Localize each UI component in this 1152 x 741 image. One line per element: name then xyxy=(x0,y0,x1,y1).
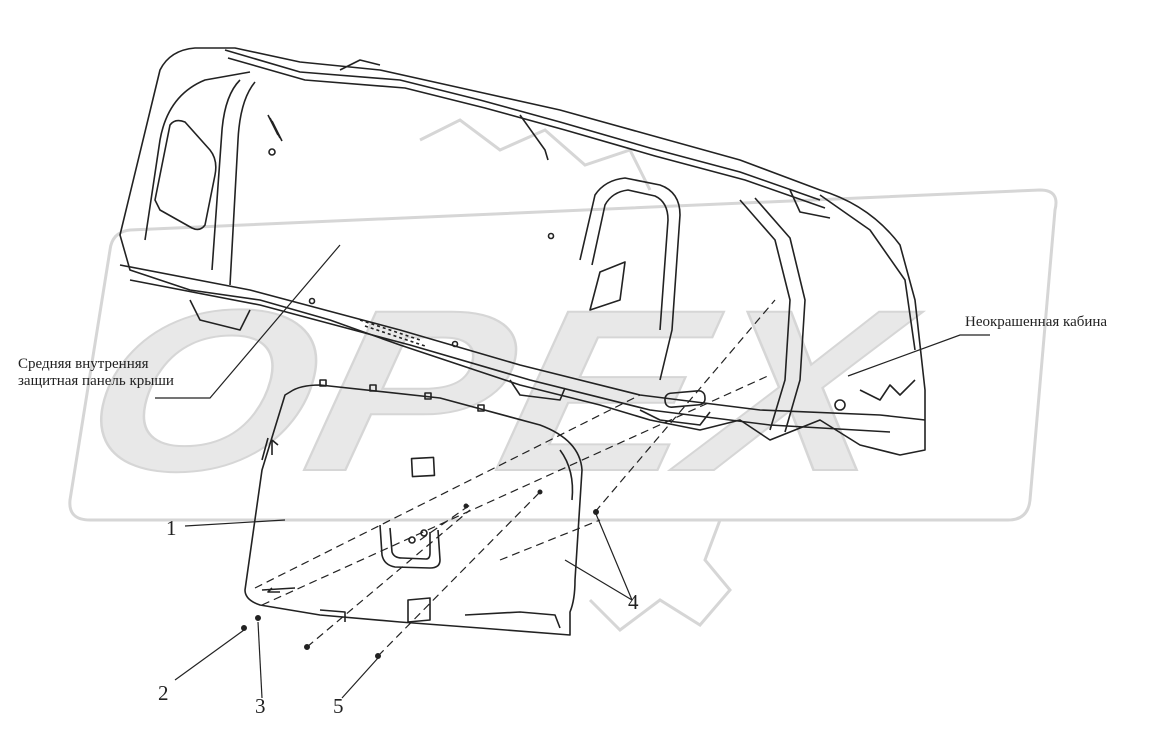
cab-floor-rail xyxy=(119,264,926,421)
roof-panel-outline xyxy=(244,384,583,636)
cab-small-window xyxy=(589,261,626,311)
leader-5 xyxy=(341,657,379,699)
leader-3 xyxy=(257,621,263,699)
leader-1 xyxy=(184,519,286,527)
roof-panel-handle xyxy=(379,524,441,569)
screw-2 xyxy=(241,625,247,631)
roof-panel-square xyxy=(410,456,436,478)
clip-4b xyxy=(537,489,543,495)
roof-panel-label: Средняя внутренняя защитная панель крыши xyxy=(18,356,174,391)
roof-panel-label-line2: защитная панель крыши xyxy=(18,373,174,390)
watermark-frame xyxy=(68,188,1058,522)
washer-3 xyxy=(255,615,261,621)
leader-cab xyxy=(847,334,990,377)
cab-label: Неокрашенная кабина xyxy=(965,314,1108,330)
leader-4 xyxy=(564,513,633,601)
callout-5: 5 xyxy=(333,694,344,718)
callout-2: 2 xyxy=(158,681,169,705)
callout-3: 3 xyxy=(255,694,266,718)
cab-body xyxy=(119,47,926,456)
cab-roof-rail xyxy=(224,49,821,201)
leader-lines xyxy=(155,244,990,699)
callout-1: 1 xyxy=(166,516,177,540)
cab-door-frame xyxy=(579,177,681,381)
watermark-letters: OPEX xyxy=(64,261,935,520)
roof-panel-label-line1: Средняя внутренняя xyxy=(18,356,149,372)
watermark xyxy=(68,118,1058,632)
cab-left-window xyxy=(154,119,217,231)
leader-2 xyxy=(174,629,245,681)
callout-4: 4 xyxy=(628,590,639,614)
cab-roof-outline xyxy=(119,47,926,456)
leader-roof-panel xyxy=(155,244,341,399)
watermark-gear xyxy=(419,118,732,632)
assembly-lines xyxy=(254,299,776,657)
watermark-text: OPEX xyxy=(65,262,934,519)
